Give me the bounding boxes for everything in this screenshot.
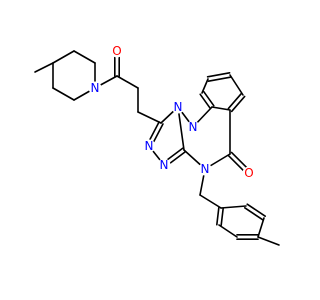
single-bond [199,194,222,209]
single-bond [211,106,231,111]
atom-label-background [198,162,212,176]
atom-n-tri3: N [157,158,171,172]
double-bond-line [220,207,224,227]
single-bond [229,74,244,96]
atom-label-background [186,120,200,134]
atom-label: O [112,44,121,58]
atom-label-background [157,158,171,172]
single-bond [73,50,96,64]
double-bond-line [246,203,267,217]
atom-label-background [88,81,102,95]
atom-label: N [160,158,169,172]
single-bond [137,111,162,124]
single-bond [52,87,75,101]
atom-label-background [171,100,185,114]
atom-label-background [142,139,156,153]
double-bond-line [230,95,246,113]
atom-n-benzyl: N [198,162,212,176]
atom-label: N [91,81,100,95]
double-bond-line [216,206,220,226]
atom-n-tri1: N [171,100,185,114]
double-bond-line [243,207,264,221]
atom-label: N [174,100,183,114]
atom-label: N [189,120,198,134]
single-bond [257,217,265,238]
single-bond [116,75,139,89]
atom-o-lactam: O [242,166,256,180]
double-bond-line [227,92,243,110]
double-bond-line [202,90,215,107]
double-bond-line [206,72,231,78]
single-bond [218,224,238,238]
single-bond [34,62,54,73]
double-bond-line [199,93,212,110]
atom-label: N [145,139,154,153]
single-bond [177,106,185,151]
bond-layer [34,50,280,246]
single-bond [257,236,280,246]
atom-label-background [242,166,256,180]
atom-n-ring: N [186,120,200,134]
single-bond [220,205,247,209]
atom-label: N [201,162,210,176]
single-bond [201,78,209,94]
atom-n-pip: N [88,81,102,95]
atom-label-background [110,44,124,58]
atom-label: O [244,166,253,180]
double-bond-line [207,76,232,82]
atom-n-tri2: N [142,139,156,153]
single-bond [52,50,75,64]
atom-o-amide: O [110,44,124,58]
